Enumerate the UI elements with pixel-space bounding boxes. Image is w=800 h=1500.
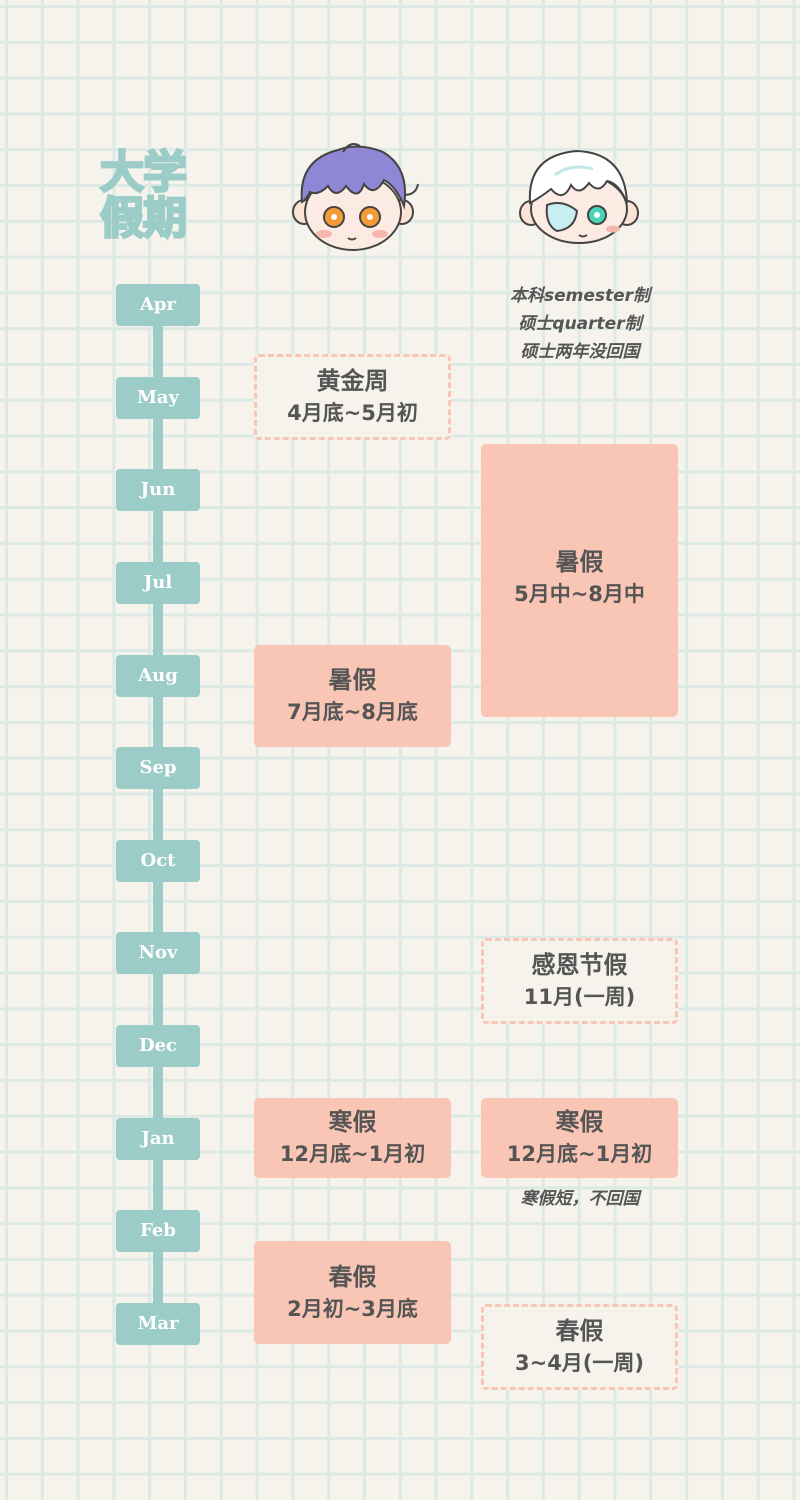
timeline-line [153,300,163,1330]
vacation-name: 春假 [328,1262,377,1291]
vacation-dates: 2月初~3月底 [287,1296,418,1321]
vacation-dates: 7月底~8月底 [287,700,418,724]
vacation-dates: 12月底~1月初 [506,1142,653,1166]
vacation-dates: 5月中~8月中 [514,582,645,606]
left-golden-week-box: 黄金周 4月底~5月初 [254,354,451,440]
vacation-dates: 11月(一周) [523,985,636,1009]
note-line-1: 本科semester制 [509,286,651,306]
vacation-name: 感恩节假 [531,951,628,979]
left-summer-box: 暑假 7月底~8月底 [254,645,451,747]
month-dec: Dec [116,1025,200,1067]
left-spring-box: 春假 2月初~3月底 [254,1241,451,1344]
right-winter-box: 寒假 12月底~1月初 [481,1098,678,1178]
winter-note: 寒假短，不回国 [520,1189,640,1209]
month-oct: Oct [116,840,200,882]
vacation-name: 暑假 [555,548,604,576]
vacation-name: 寒假 [328,1108,377,1136]
month-jul: Jul [116,562,200,604]
vacation-name: 春假 [555,1317,604,1345]
page-title: 大学 假期 [99,147,220,244]
title-line-1: 大学 [99,147,189,198]
right-summer-box: 暑假 5月中~8月中 [481,444,678,717]
vacation-name: 黄金周 [316,367,389,395]
vacation-name: 寒假 [555,1108,604,1136]
note-line-3: 硕士两年没回国 [520,342,640,362]
month-feb: Feb [116,1210,200,1252]
month-apr: Apr [116,284,200,326]
program-note: 本科semester制 硕士quarter制 硕士两年没回国 [480,282,680,366]
vacation-dates: 3~4月(一周) [514,1351,644,1375]
white-hair-character-icon [515,145,645,245]
month-jun: Jun [116,469,200,511]
right-spring-box: 春假 3~4月(一周) [481,1304,678,1390]
vacation-dates: 12月底~1月初 [279,1142,426,1166]
vacation-dates: 4月底~5月初 [287,401,418,425]
purple-hair-character-icon [288,140,423,255]
right-thanksgiving-box: 感恩节假 11月(一周) [481,938,678,1024]
title-line-2: 假期 [99,193,189,244]
month-nov: Nov [116,932,200,974]
month-mar: Mar [116,1303,200,1345]
month-aug: Aug [116,655,200,697]
month-jan: Jan [116,1118,200,1160]
month-may: May [116,377,200,419]
vacation-name: 暑假 [328,666,377,694]
month-sep: Sep [116,747,200,789]
left-winter-box: 寒假 12月底~1月初 [254,1098,451,1178]
note-line-2: 硕士quarter制 [518,314,642,334]
